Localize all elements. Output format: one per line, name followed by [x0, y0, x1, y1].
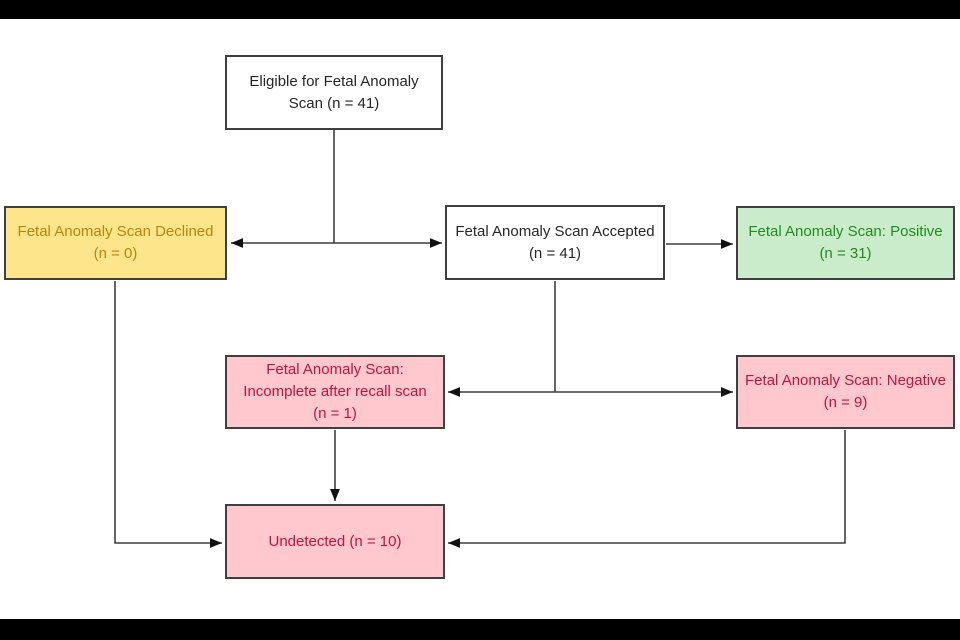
node-text-line: Eligible for Fetal Anomaly — [249, 72, 419, 90]
node-scan-declined: Fetal Anomaly Scan Declined (n = 0) — [4, 206, 227, 280]
node-text-line: Incomplete after recall scan — [243, 383, 427, 400]
node-scan-negative: Fetal Anomaly Scan: Negative (n = 9) — [736, 355, 955, 429]
node-scan-positive: Fetal Anomaly Scan: Positive (n = 31) — [736, 206, 955, 280]
node-undetected: Undetected (n = 10) — [225, 504, 445, 579]
edge-negative-undetected — [448, 430, 846, 548]
node-eligible-for-scan: Eligible for Fetal Anomaly Scan (n = 41) — [225, 55, 443, 130]
bottom-black-bar — [0, 619, 960, 640]
node-text-line: Fetal Anomaly Scan Declined — [17, 223, 214, 240]
node-text-line: Fetal Anomaly Scan Accepted — [455, 222, 655, 240]
edge-declined-undetected — [114, 281, 222, 548]
node-text-line: (n = 0) — [93, 245, 138, 262]
node-text-line: (n = 31) — [819, 245, 872, 262]
node-text-line: (n = 41) — [528, 244, 582, 262]
node-scan-accepted: Fetal Anomaly Scan Accepted (n = 41) — [445, 205, 665, 280]
node-text-line: Undetected (n = 10) — [268, 532, 402, 550]
node-scan-incomplete-after-recall: Fetal Anomaly Scan: Incomplete after rec… — [225, 355, 445, 429]
node-text-line: Fetal Anomaly Scan: Positive — [748, 223, 943, 240]
node-text-line: Fetal Anomaly Scan: Negative — [745, 372, 946, 389]
node-text-line: Scan (n = 41) — [288, 94, 380, 112]
top-black-bar — [0, 0, 960, 19]
node-text-line: Fetal Anomaly Scan: — [266, 361, 404, 378]
node-text-line: (n = 1) — [313, 405, 357, 422]
node-text-line: (n = 9) — [823, 394, 868, 411]
